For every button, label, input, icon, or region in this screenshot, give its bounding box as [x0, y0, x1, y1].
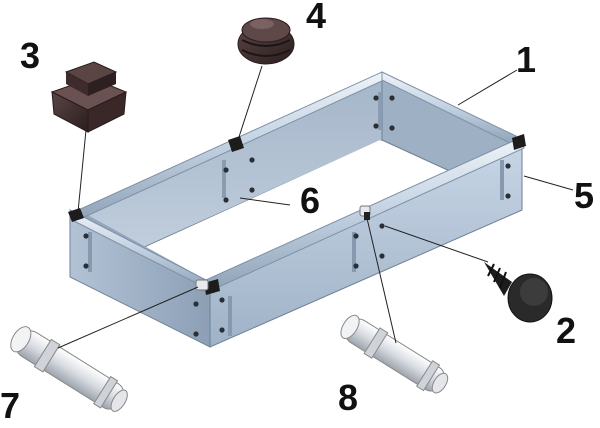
leader-lines [57, 65, 574, 349]
slot [228, 296, 232, 336]
slot [88, 232, 92, 272]
connector-pin-long [10, 326, 128, 412]
callout-8: 8 [338, 377, 358, 418]
callout-2: 2 [556, 310, 576, 351]
screw-holes [83, 95, 511, 337]
slot [222, 160, 226, 198]
frame-assembly [68, 71, 526, 348]
round-end-cap [237, 17, 295, 65]
screw [484, 262, 553, 323]
callout-4: 4 [306, 0, 326, 36]
frame-opening [150, 140, 485, 305]
frame-connectors [195, 205, 371, 291]
slot [378, 92, 382, 130]
callout-7: 7 [0, 385, 20, 426]
slot [500, 160, 504, 200]
connector-pin-short [340, 314, 449, 394]
callout-6: 6 [300, 180, 320, 221]
callout-1: 1 [516, 39, 536, 80]
slot [352, 232, 356, 272]
callout-5: 5 [574, 175, 594, 216]
callout-3: 3 [20, 35, 40, 76]
square-end-cap [50, 61, 128, 133]
